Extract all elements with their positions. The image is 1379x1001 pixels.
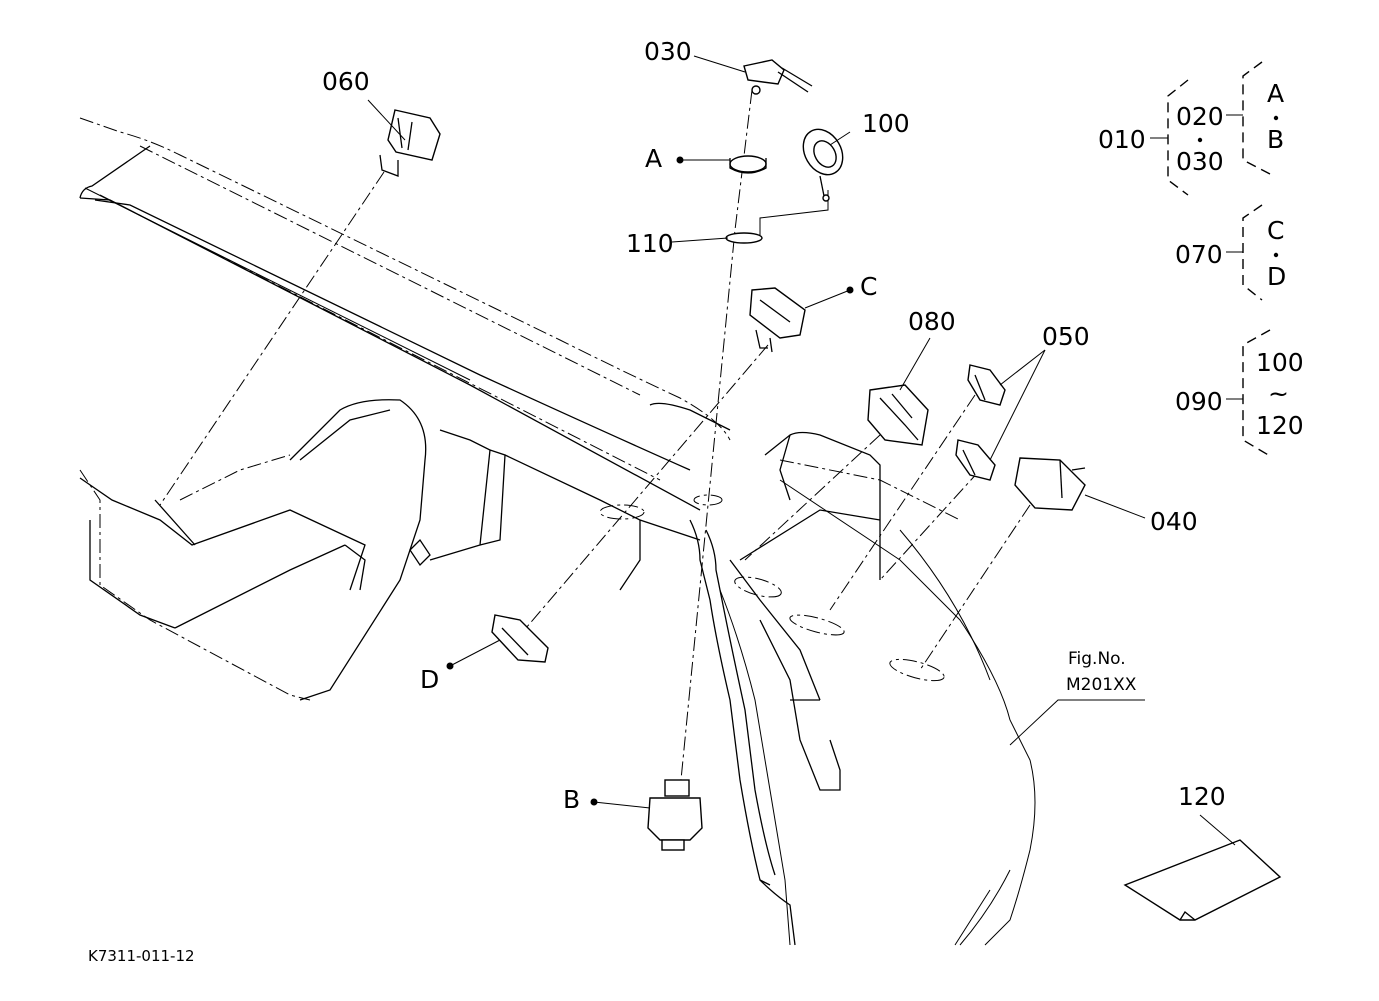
part-labels: 060 030 A 100 110 C 080 050 040 D B 120 [322,37,1226,814]
label-B: B [563,785,580,814]
part-050-clips [955,364,1006,481]
legend-ref-C: C [1267,216,1284,245]
label-C: C [860,272,877,301]
part-120-label [1123,839,1282,921]
assembly-legend: 010 020 030 A B 070 C D 090 100 ~ 120 [1098,61,1304,457]
label-100: 100 [862,109,910,138]
legend-090: 090 [1175,387,1223,416]
label-120: 120 [1178,782,1226,811]
legend-range-sep: ~ [1268,379,1289,408]
part-080-lamp [867,384,929,446]
part-040-relay [1014,457,1086,511]
label-040: 040 [1150,507,1198,536]
label-050: 050 [1042,322,1090,351]
figure-number: Fig.No. M201XX [1066,649,1137,695]
label-030: 030 [644,37,692,66]
dashboard-panel [79,117,1036,946]
legend-ref-D: D [1267,262,1286,291]
fig-number: M201XX [1066,675,1137,695]
legend-010: 010 [1098,125,1146,154]
part-060-socket [379,109,441,177]
legend-030: 030 [1176,147,1224,176]
callout-leaders [367,55,1236,846]
legend-ref-B: B [1267,125,1284,154]
legend-range-to: 120 [1256,411,1304,440]
part-030-key [743,59,813,95]
label-080: 080 [908,307,956,336]
label-D: D [420,665,439,694]
fig-title: Fig.No. [1068,649,1126,669]
legend-070: 070 [1175,240,1223,269]
legend-range-from: 100 [1256,348,1304,377]
part-B-key-switch [647,779,703,851]
legend-020: 020 [1176,102,1224,131]
label-110: 110 [626,229,674,258]
part-100-cap [802,128,844,202]
label-A: A [645,144,662,173]
projection-lines [159,89,1031,791]
label-060: 060 [322,67,370,96]
legend-ref-A: A [1267,79,1284,108]
drawing-code: K7311-011-12 [88,947,195,965]
part-D-bracket [491,614,549,663]
part-C-switch [749,287,806,353]
part-A-nut [729,155,767,174]
part-110-washer [725,232,763,244]
